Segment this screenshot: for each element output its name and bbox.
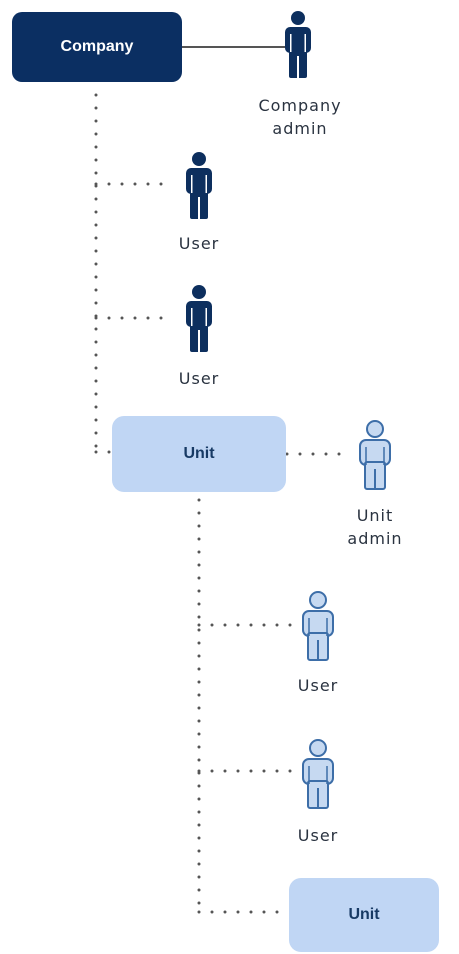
user-1-label: User bbox=[178, 234, 220, 253]
user-2-label: User bbox=[178, 369, 220, 388]
company-admin-label: Company admin bbox=[258, 96, 342, 138]
unit-user-1-label: User bbox=[297, 676, 339, 695]
user-1-person-icon bbox=[186, 152, 212, 219]
user-2-person-icon bbox=[186, 285, 212, 352]
sub-unit-node: Unit bbox=[289, 878, 439, 952]
company-admin-person-icon bbox=[285, 11, 311, 78]
company-node: Company bbox=[12, 12, 182, 82]
unit-admin-label: Unit admin bbox=[347, 506, 403, 548]
unit-user-1-person-icon bbox=[302, 591, 334, 661]
unit-admin-person-icon bbox=[359, 420, 391, 490]
unit-node: Unit bbox=[112, 416, 286, 492]
unit-node-label: Unit bbox=[183, 445, 215, 462]
unit-user-2-person-icon bbox=[302, 739, 334, 809]
company-node-label: Company bbox=[60, 38, 134, 55]
sub-unit-node-label: Unit bbox=[348, 906, 380, 923]
unit-user-2-label: User bbox=[297, 826, 339, 845]
